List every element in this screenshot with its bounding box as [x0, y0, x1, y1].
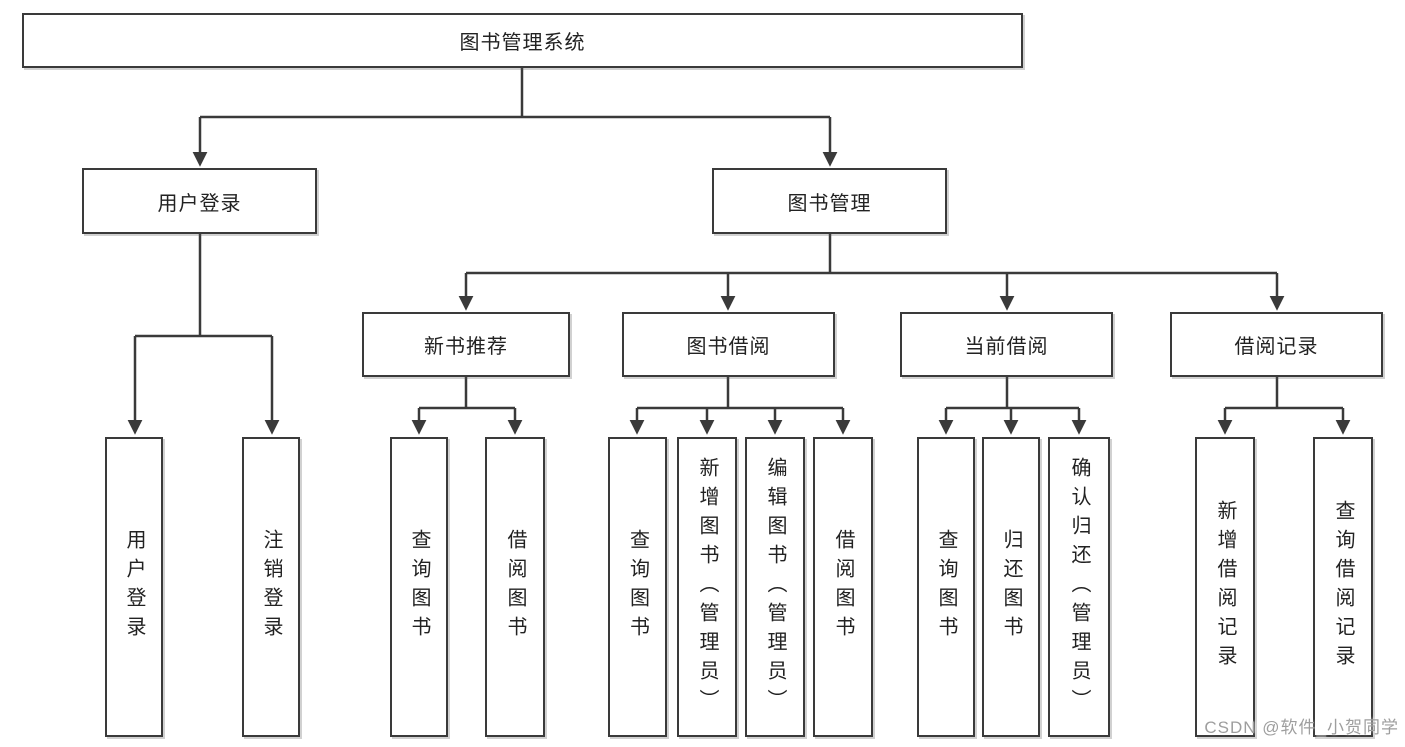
leaf-label: 注销登录 [260, 529, 282, 645]
leaf-query-books-borrowing: 查询图书 [608, 437, 667, 737]
node-current-borrowing: 当前借阅 [900, 312, 1113, 377]
leaf-confirm-return-admin: 确认归还（管理员） [1048, 437, 1110, 737]
leaf-user-login: 用户登录 [105, 437, 163, 737]
leaf-return-books: 归还图书 [982, 437, 1040, 737]
leaf-label: 新增图书（管理员） [696, 456, 718, 718]
leaf-query-books-current: 查询图书 [917, 437, 975, 737]
node-book-borrowing: 图书借阅 [622, 312, 835, 377]
node-label: 图书借阅 [686, 336, 771, 358]
leaf-edit-books-admin: 编辑图书（管理员） [745, 437, 805, 737]
node-label: 当前借阅 [964, 336, 1049, 358]
node-label: 图书管理 [787, 192, 872, 215]
node-label: 图书管理系统 [459, 32, 586, 54]
node-label: 用户登录 [157, 192, 242, 215]
leaf-logout: 注销登录 [242, 437, 300, 737]
node-library-management-system: 图书管理系统 [22, 13, 1023, 68]
leaf-add-borrow-record: 新增借阅记录 [1195, 437, 1255, 737]
leaf-query-borrow-record: 查询借阅记录 [1313, 437, 1373, 737]
leaf-label: 编辑图书（管理员） [764, 456, 786, 718]
csdn-watermark: CSDN @软件_小贺同学 [1204, 718, 1399, 737]
leaf-borrow-books: 借阅图书 [813, 437, 873, 737]
leaf-label: 新增借阅记录 [1214, 500, 1236, 674]
leaf-label: 借阅图书 [832, 529, 854, 645]
node-borrowing-records: 借阅记录 [1170, 312, 1383, 377]
leaf-label: 查询图书 [626, 529, 649, 645]
leaf-label: 查询图书 [408, 529, 430, 645]
leaf-label: 查询图书 [935, 529, 957, 645]
node-book-management: 图书管理 [712, 168, 947, 234]
leaf-label: 借阅图书 [504, 529, 526, 645]
leaf-label: 查询借阅记录 [1332, 500, 1354, 674]
leaf-query-books-recommend: 查询图书 [390, 437, 448, 737]
leaf-label: 归还图书 [1000, 529, 1022, 645]
leaf-label: 用户登录 [123, 529, 145, 645]
leaf-add-books-admin: 新增图书（管理员） [677, 437, 737, 737]
node-user-login: 用户登录 [82, 168, 317, 234]
leaf-label: 确认归还（管理员） [1068, 456, 1090, 718]
node-label: 借阅记录 [1234, 336, 1319, 358]
node-label: 新书推荐 [424, 336, 508, 358]
node-new-book-recommendation: 新书推荐 [362, 312, 570, 377]
leaf-borrow-books-recommend: 借阅图书 [485, 437, 545, 737]
